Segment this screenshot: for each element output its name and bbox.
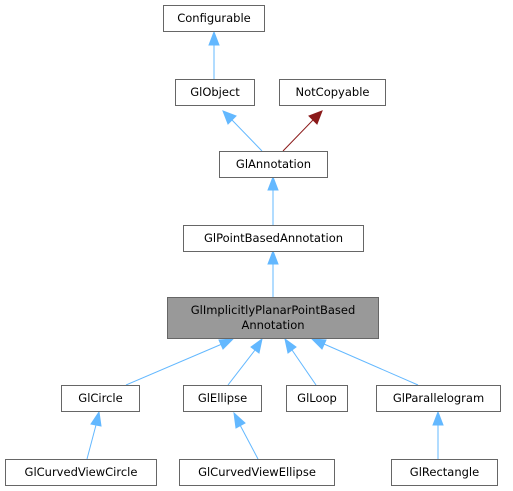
edge-glrectangle-glparallelogram <box>432 410 444 459</box>
node-label: GlParallelogram <box>393 391 484 405</box>
node-label: GlCircle <box>78 391 122 405</box>
node-label: GlRectangle <box>410 465 479 479</box>
node-glcircle[interactable]: GlCircle <box>61 385 140 412</box>
edge-globject-configurable <box>208 30 220 79</box>
node-label: NotCopyable <box>296 85 370 99</box>
node-label: GlLoop <box>297 391 337 405</box>
node-glparallelogram[interactable]: GlParallelogram <box>376 385 501 412</box>
edge-glpointbased-glannotation <box>267 175 279 225</box>
node-configurable[interactable]: Configurable <box>163 5 265 32</box>
node-globject[interactable]: GlObject <box>175 79 255 106</box>
node-glannotation[interactable]: GlAnnotation <box>219 151 328 178</box>
edge-glimplicit-glpointbased <box>267 249 279 297</box>
node-label: GlEllipse <box>198 391 247 405</box>
edge-glloop-glimplicit <box>284 337 317 386</box>
node-label: GlCurvedViewEllipse <box>198 465 316 479</box>
node-label: GlPointBasedAnnotation <box>204 231 343 245</box>
edge-glellipse-glimplicit <box>227 337 263 386</box>
node-glcurvedviewcircle[interactable]: GlCurvedViewCircle <box>5 459 157 486</box>
node-label: Configurable <box>177 11 251 25</box>
edge-glcurvedviewellipse-glellipse <box>233 411 259 460</box>
edge-glcurvedviewcircle-glcircle <box>86 410 102 460</box>
edge-glannotation-globject <box>222 110 263 152</box>
node-glloop[interactable]: GlLoop <box>286 385 348 412</box>
node-label: GlCurvedViewCircle <box>25 465 138 479</box>
node-notcopyable[interactable]: NotCopyable <box>279 79 386 106</box>
edge-glcircle-glimplicit <box>125 338 235 386</box>
node-label: GlAnnotation <box>236 157 311 171</box>
node-glimplicitlyplanarpointbasedannotation[interactable]: GlImplicitlyPlanarPointBased Annotation <box>167 297 379 339</box>
node-label-line2: Annotation <box>241 318 304 332</box>
edge-glparallelogram-glimplicit <box>310 338 419 386</box>
node-glellipse[interactable]: GlEllipse <box>183 385 262 412</box>
node-label-line1: GlImplicitlyPlanarPointBased <box>191 303 356 317</box>
edge-glannotation-notcopyable <box>282 110 323 152</box>
node-glpointbasedannotation[interactable]: GlPointBasedAnnotation <box>183 225 364 252</box>
node-label: GlObject <box>190 85 240 99</box>
node-glcurvedviewellipse[interactable]: GlCurvedViewEllipse <box>179 459 335 486</box>
node-glrectangle[interactable]: GlRectangle <box>391 459 498 486</box>
